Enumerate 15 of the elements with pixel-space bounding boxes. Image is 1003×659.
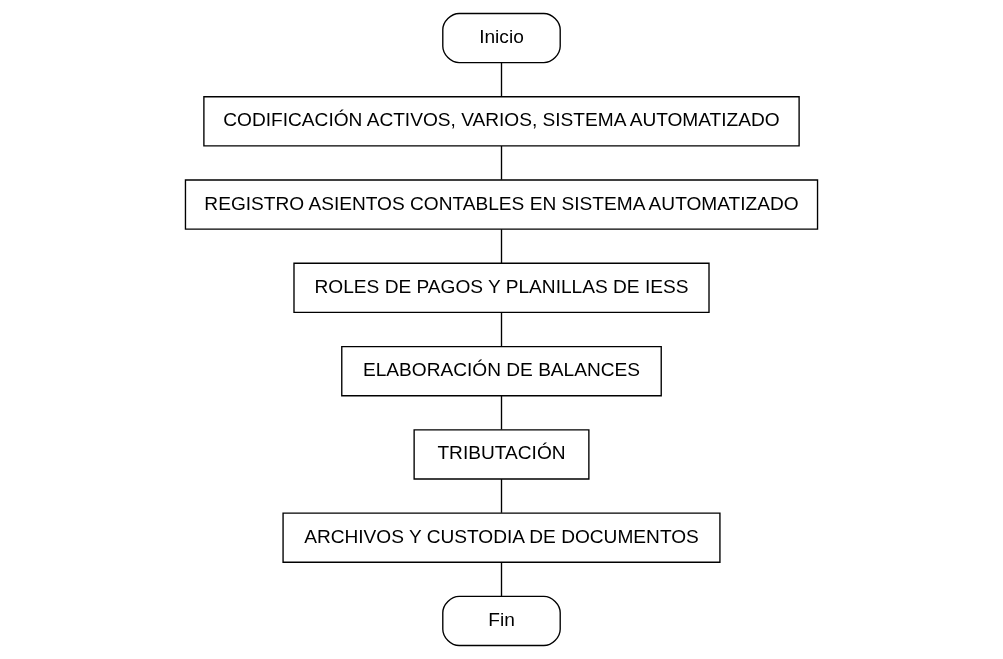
connector: [500, 478, 503, 514]
node-box: ARCHIVOS Y CUSTODIA DE DOCUMENTOS: [282, 512, 721, 563]
node-box: ROLES DE PAGOS Y PLANILLAS DE IESS: [293, 262, 710, 314]
node-box: REGISTRO ASIENTOS CONTABLES EN SISTEMA AUTOMATIZADO: [184, 179, 819, 230]
connector: [500, 228, 503, 264]
node-box: CODIFICACIÓN ACTIVOS, VARIOS, SISTEMA AUTOMATIZADO: [203, 96, 800, 147]
connector: [500, 561, 503, 597]
node-box: ELABORACIÓN DE BALANCES: [341, 345, 662, 397]
connector: [500, 145, 503, 181]
node-box: TRIBUTACIÓN: [413, 429, 590, 480]
node-box: Inicio: [442, 12, 561, 64]
connector: [500, 62, 503, 98]
node-box: Fin: [442, 595, 561, 647]
connector: [500, 311, 503, 347]
connector: [500, 395, 503, 431]
